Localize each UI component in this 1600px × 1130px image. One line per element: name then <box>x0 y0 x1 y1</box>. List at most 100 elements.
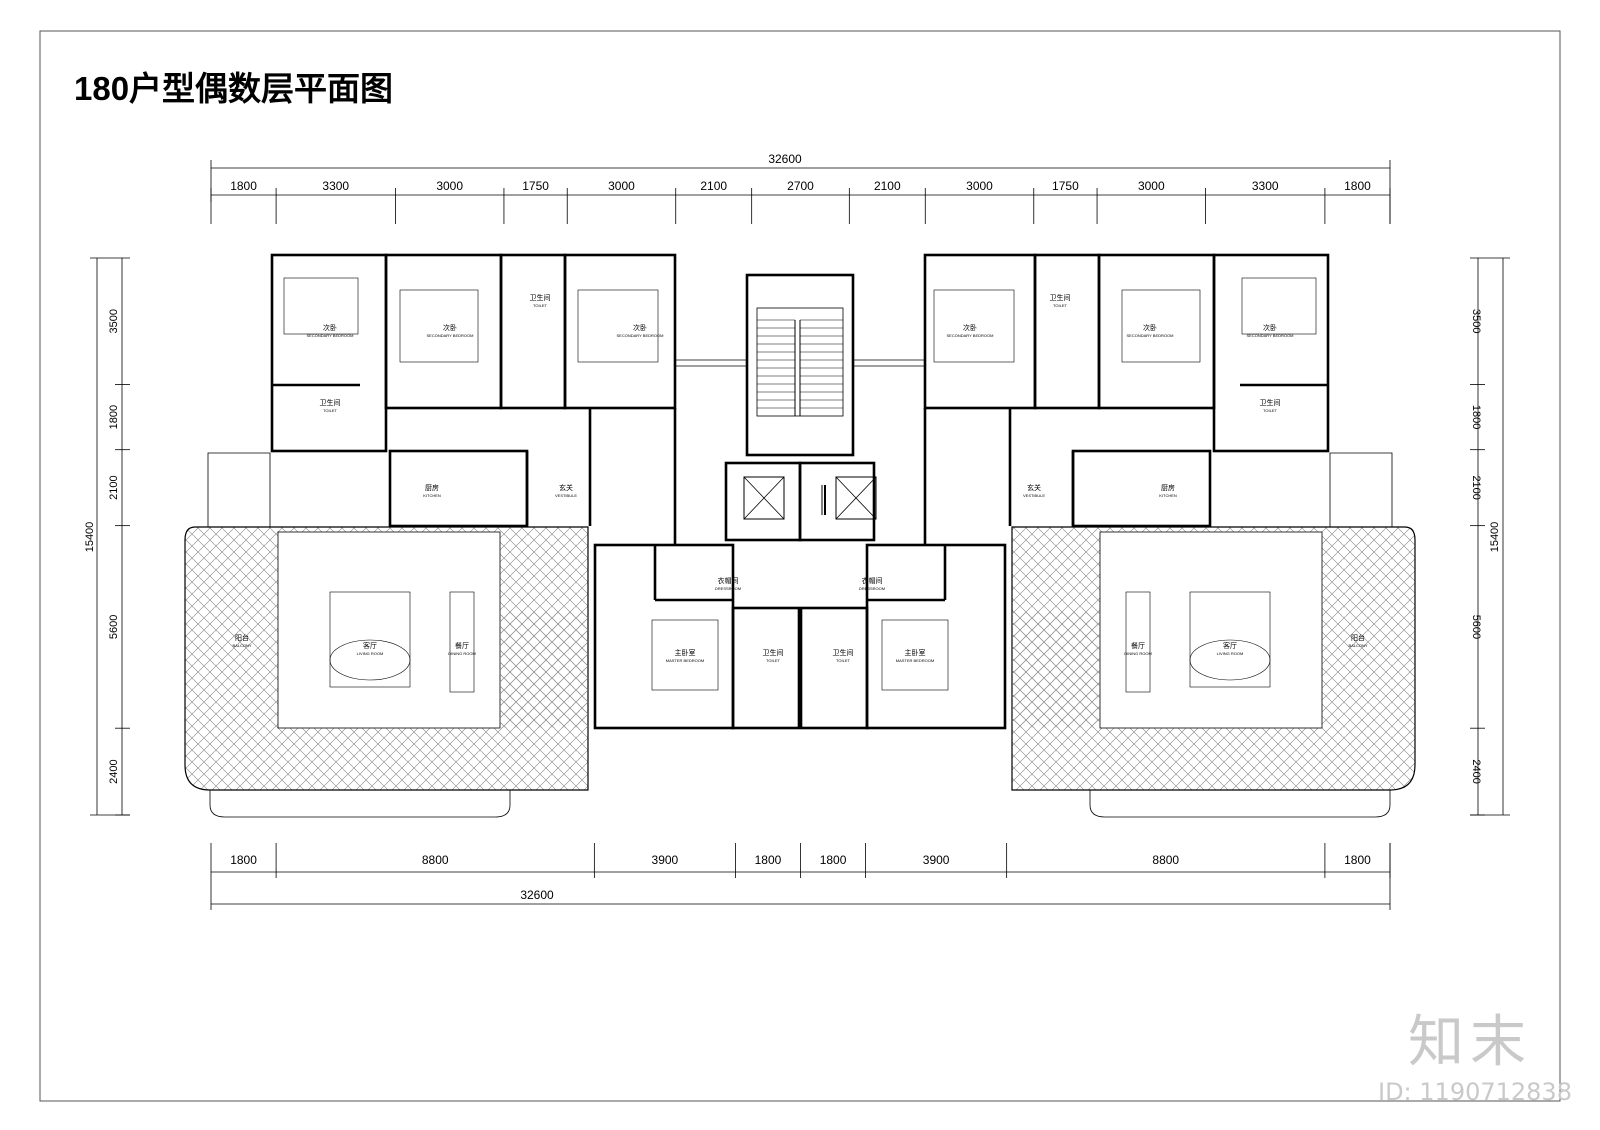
right-total-label: 15400 <box>1489 522 1501 553</box>
right-unit-walls <box>799 253 1330 730</box>
bottom-total-label: 32600 <box>520 888 554 902</box>
right-terrace <box>1011 452 1416 818</box>
top-dimension-label: 3000 <box>966 179 993 193</box>
right-side-dimension-label: 5600 <box>1470 615 1482 639</box>
room-label-en: SECONDARY BEDROOM <box>617 333 664 338</box>
room-label-en: BALCONY <box>232 643 251 648</box>
room-label-en: DINING ROOM <box>1124 651 1152 656</box>
left-side-dimension <box>90 257 130 816</box>
top-dimension-label: 3000 <box>1138 179 1165 193</box>
room-label: 餐厅 <box>1131 641 1145 650</box>
top-dimension-label: 1750 <box>1052 179 1079 193</box>
room-label: 玄关 <box>559 483 573 492</box>
sheet-border <box>39 30 1561 1102</box>
room-label: 卫生间 <box>320 398 341 407</box>
room-label-en: VESTIBULE <box>555 493 577 498</box>
room-label-en: DRESSROOM <box>859 586 885 591</box>
room-label: 餐厅 <box>455 641 469 650</box>
top-dimension-label: 3300 <box>322 179 349 193</box>
room-label-en: TOILET <box>766 658 780 663</box>
room-label: 卫生间 <box>530 293 551 302</box>
room-label: 客厅 <box>1223 641 1237 650</box>
left-side-dimension-label: 2400 <box>108 759 120 783</box>
elevator-shafts <box>724 461 877 542</box>
top-total-label: 32600 <box>768 152 802 166</box>
room-label-en: BALCONY <box>1348 643 1367 648</box>
room-label-en: LIVING ROOM <box>357 651 384 656</box>
top-dimension-label: 3000 <box>436 179 463 193</box>
watermark-id: ID: 1190712838 <box>1378 1078 1572 1106</box>
room-label: 厨房 <box>1161 483 1175 492</box>
room-label: 次卧 <box>963 323 977 332</box>
room-label-en: SECONDARY BEDROOM <box>1127 333 1174 338</box>
top-dimension-label: 3300 <box>1252 179 1279 193</box>
room-label: 客厅 <box>363 641 377 650</box>
right-side-dimension-label: 1800 <box>1470 405 1482 429</box>
room-label: 阳台 <box>1351 633 1365 642</box>
stair-core <box>675 273 925 457</box>
drawing-title: 180户型偶数层平面图 <box>74 70 394 107</box>
top-dimension-label: 2100 <box>874 179 901 193</box>
watermark-logo: 知末 <box>1408 1010 1532 1075</box>
room-label: 衣帽间 <box>862 576 883 585</box>
room-label: 卫生间 <box>1260 398 1281 407</box>
room-label-en: KITCHEN <box>423 493 441 498</box>
room-label-en: SECONDARY BEDROOM <box>427 333 474 338</box>
left-total-label: 15400 <box>84 522 96 553</box>
room-label-en: SECONDARY BEDROOM <box>307 333 354 338</box>
room-label: 次卧 <box>1263 323 1277 332</box>
top-dimension-label: 2700 <box>787 179 814 193</box>
left-side-dimension-label: 1800 <box>108 405 120 429</box>
room-label-en: TOILET <box>1263 408 1277 413</box>
bottom-dimension-label: 8800 <box>422 853 449 867</box>
left-side-dimension-label: 5600 <box>108 615 120 639</box>
room-label-en: MASTER BEDROOM <box>666 658 704 663</box>
top-segment-dimension <box>210 188 1391 224</box>
room-label-en: KITCHEN <box>1159 493 1177 498</box>
room-label: 次卧 <box>1143 323 1157 332</box>
room-label: 主卧室 <box>675 648 696 657</box>
left-side-dimension-label: 2100 <box>108 475 120 499</box>
room-label: 次卧 <box>323 323 337 332</box>
bottom-tick-marks <box>275 843 1391 878</box>
left-unit-walls <box>270 253 801 730</box>
room-label-en: DRESSROOM <box>715 586 741 591</box>
top-dimension-label: 3000 <box>608 179 635 193</box>
top-dimension-label: 1750 <box>522 179 549 193</box>
bottom-dimension-label: 1800 <box>820 853 847 867</box>
bottom-dimension-label: 1800 <box>755 853 782 867</box>
room-label: 厨房 <box>425 483 439 492</box>
left-side-dimension-label: 3500 <box>108 309 120 333</box>
room-label-en: TOILET <box>1053 303 1067 308</box>
bottom-dimension-label: 3900 <box>652 853 679 867</box>
room-label-en: TOILET <box>836 658 850 663</box>
top-dimension-label: 2100 <box>700 179 727 193</box>
room-label: 主卧室 <box>905 648 926 657</box>
right-side-dimension-label: 2100 <box>1470 475 1482 499</box>
left-terrace <box>184 452 589 818</box>
room-label: 次卧 <box>633 323 647 332</box>
room-label: 卫生间 <box>1050 293 1071 302</box>
room-label-en: SECONDARY BEDROOM <box>947 333 994 338</box>
right-side-dimension <box>1470 257 1510 816</box>
room-label-en: TOILET <box>533 303 547 308</box>
room-label-en: MASTER BEDROOM <box>896 658 934 663</box>
room-label-en: VESTIBULE <box>1023 493 1045 498</box>
top-dimension-label: 1800 <box>1344 179 1371 193</box>
right-side-dimension-label: 3500 <box>1470 309 1482 333</box>
room-label: 次卧 <box>443 323 457 332</box>
side-tick-marks <box>115 384 1485 816</box>
top-dimension-label: 1800 <box>230 179 257 193</box>
room-label-en: LIVING ROOM <box>1217 651 1244 656</box>
room-label: 衣帽间 <box>718 576 739 585</box>
bottom-dimension-label: 1800 <box>1344 853 1371 867</box>
bottom-dimension-label: 1800 <box>230 853 257 867</box>
room-label: 玄关 <box>1027 483 1041 492</box>
bedroom-furniture <box>283 277 1317 693</box>
room-label: 卫生间 <box>763 648 784 657</box>
room-label-en: TOILET <box>323 408 337 413</box>
bottom-dimension-label: 3900 <box>923 853 950 867</box>
room-label-en: SECONDARY BEDROOM <box>1247 333 1294 338</box>
room-label-en: DINING ROOM <box>448 651 476 656</box>
